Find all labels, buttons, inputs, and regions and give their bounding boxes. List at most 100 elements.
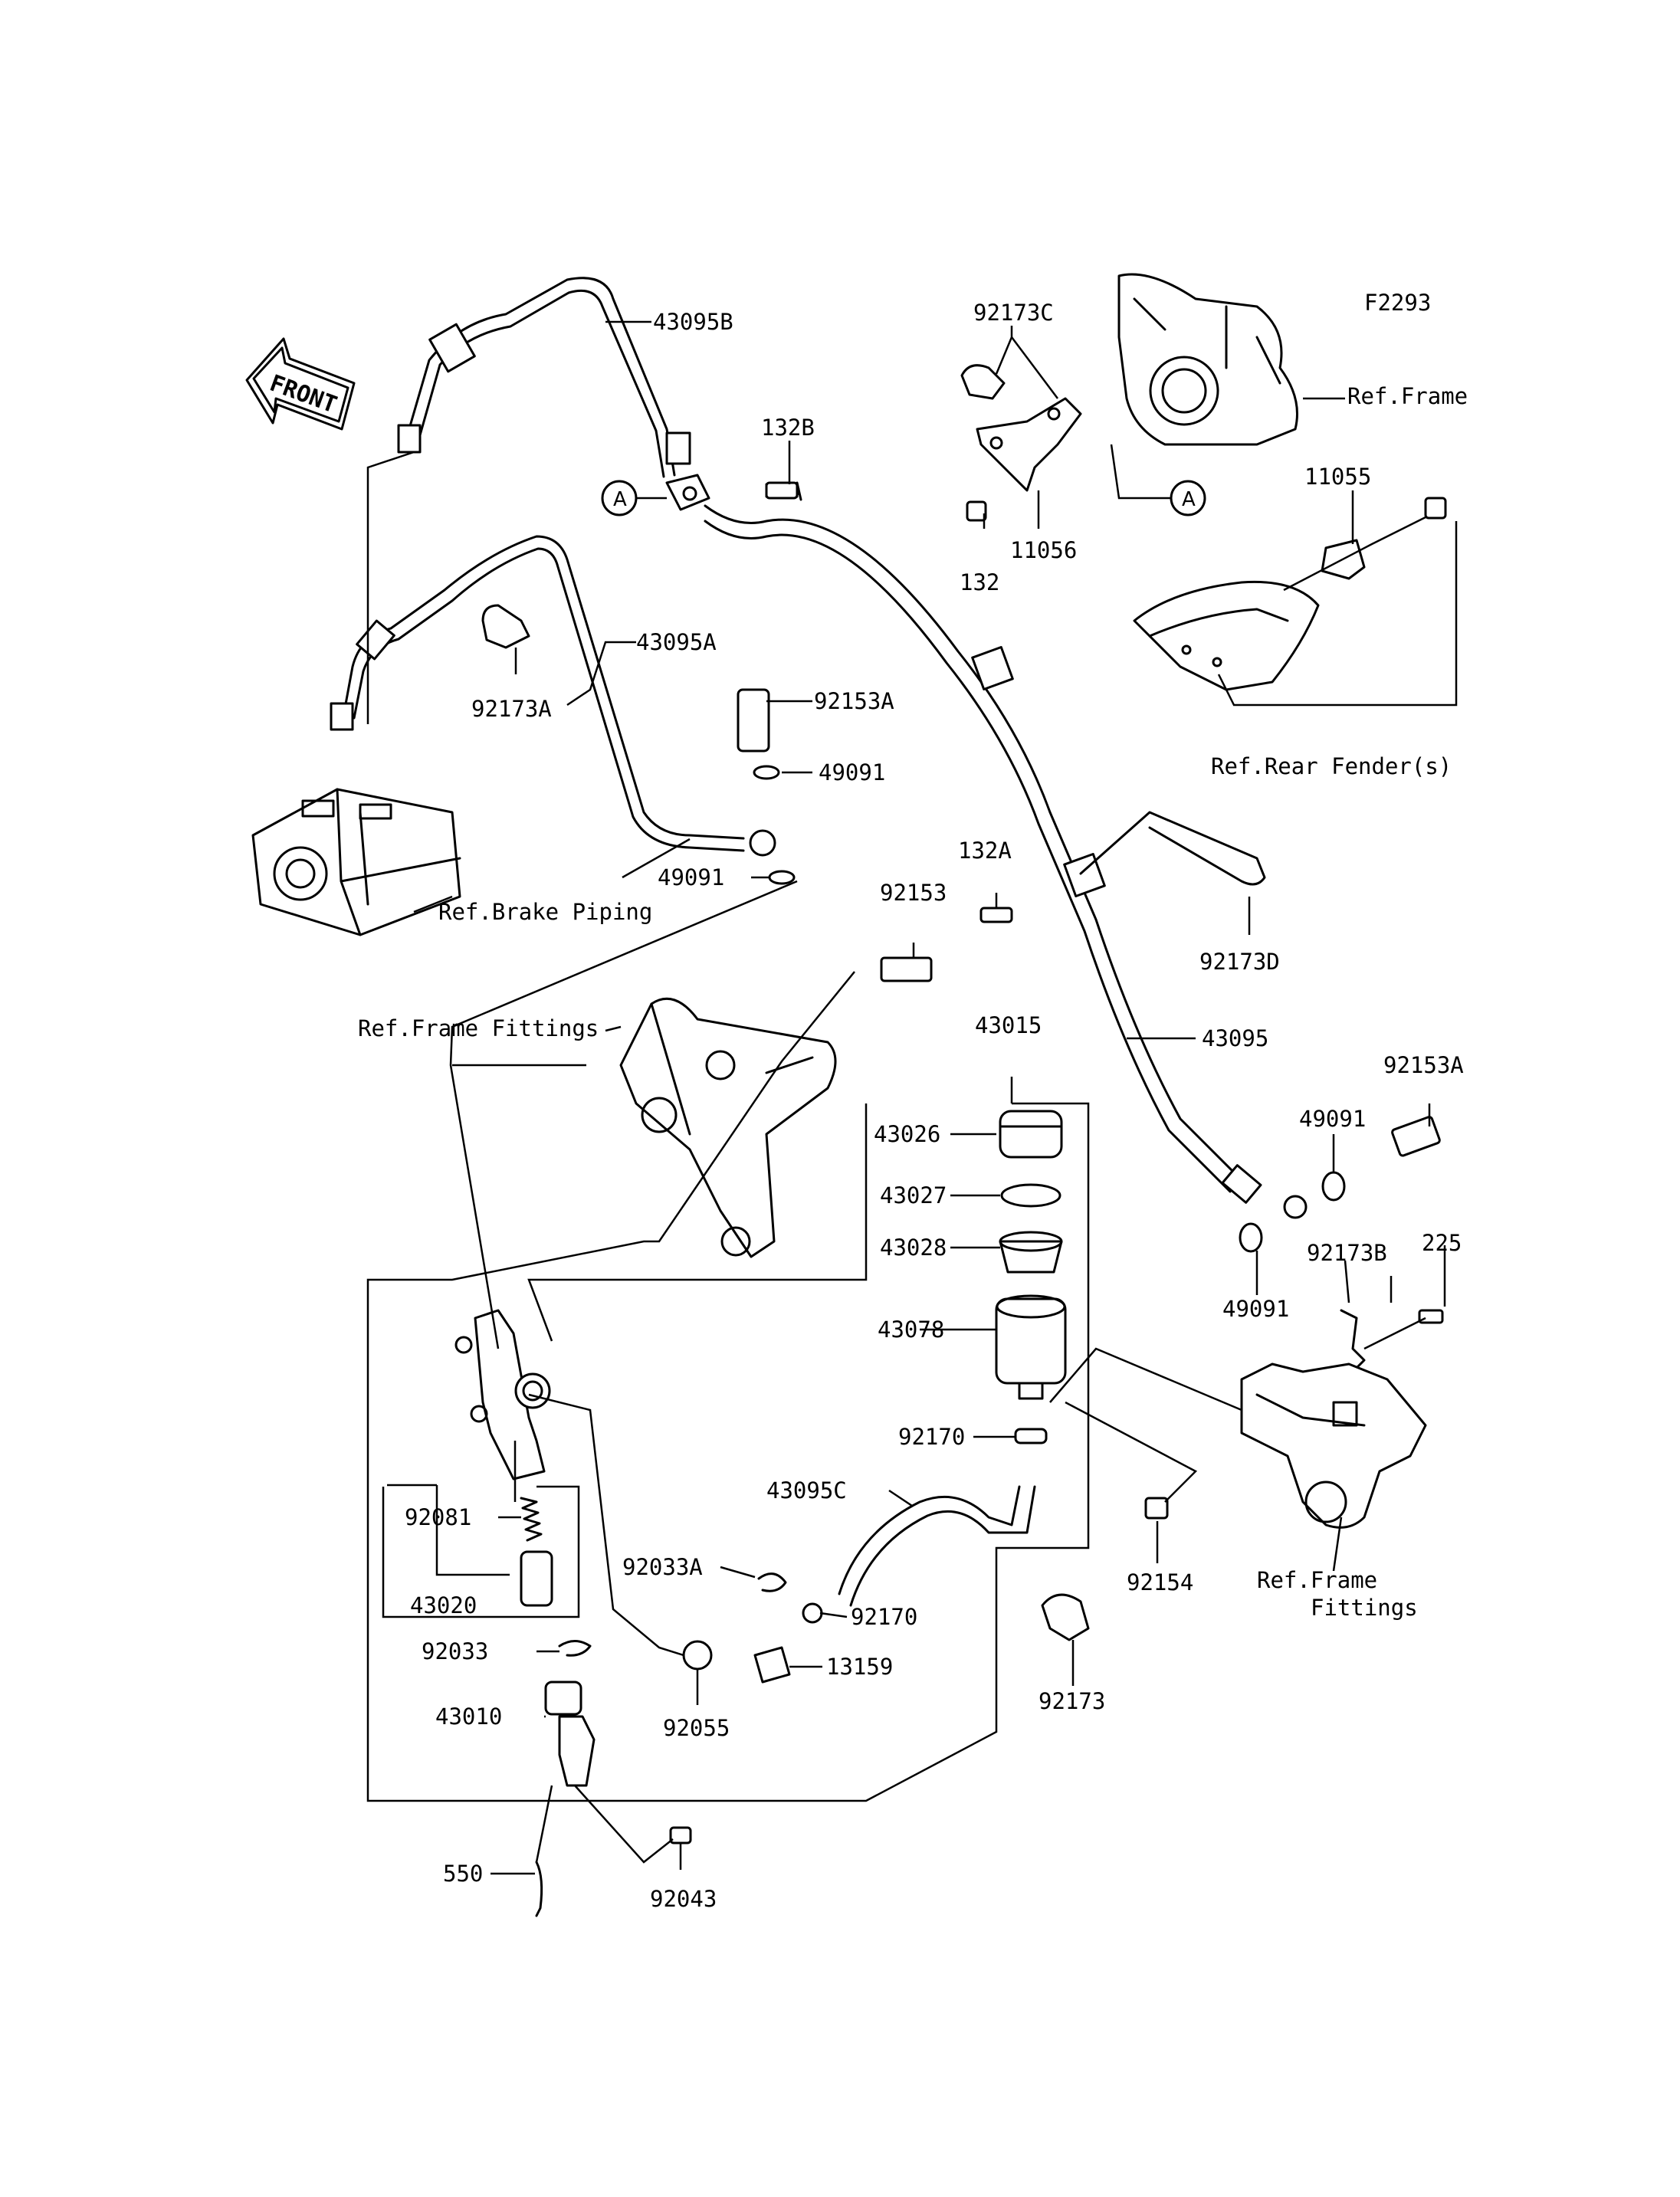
label-49091-b: 49091 <box>658 864 724 890</box>
svg-text:A: A <box>1182 488 1196 511</box>
label-92173C: 92173C <box>973 300 1054 326</box>
label-ref-frame: Ref.Frame <box>1347 383 1468 409</box>
fitting-13159 <box>753 1646 791 1684</box>
label-ref-frame-fittings-left: Ref.Frame Fittings <box>358 1015 599 1041</box>
hose-43095 <box>704 504 1308 1219</box>
reservoir-cap-43026 <box>999 1110 1063 1159</box>
hose-43095B <box>397 277 691 478</box>
label-132A: 132A <box>958 838 1012 864</box>
label-43095C: 43095C <box>766 1477 847 1503</box>
hose-43095A <box>330 535 776 857</box>
label-13159: 13159 <box>826 1654 893 1680</box>
label-92153A-right: 92153A <box>1383 1052 1464 1078</box>
label-92173D: 92173D <box>1199 949 1280 975</box>
clip-92170-b <box>802 1602 823 1624</box>
pushrod-43010 <box>544 1681 596 1787</box>
group-outline-lines <box>366 451 1426 1802</box>
bolt-132 <box>966 500 987 522</box>
label-11056: 11056 <box>1010 537 1077 563</box>
washer-49091-b <box>768 870 796 885</box>
clip-92170-a <box>1014 1428 1048 1444</box>
label-43015: 43015 <box>975 1012 1042 1038</box>
label-43078: 43078 <box>878 1317 944 1343</box>
washer-49091-c <box>1321 1171 1346 1202</box>
callout-a-left: A <box>601 480 638 516</box>
label-132B: 132B <box>761 415 815 441</box>
spring-92081 <box>520 1497 543 1542</box>
svg-text:A: A <box>613 488 627 511</box>
label-92173B: 92173B <box>1307 1240 1387 1266</box>
reservoir-43078 <box>995 1294 1067 1400</box>
label-92170-b: 92170 <box>851 1604 917 1630</box>
label-ref-frame-fittings-right-2: Fittings <box>1311 1595 1418 1621</box>
circlip-92033A <box>757 1572 787 1592</box>
abs-unit <box>251 788 461 936</box>
frame-fittings-left <box>619 997 837 1258</box>
label-132: 132 <box>960 569 999 595</box>
label-92033: 92033 <box>422 1638 488 1664</box>
clamp-92173C <box>960 364 1006 400</box>
label-92081: 92081 <box>405 1504 471 1530</box>
label-92154: 92154 <box>1127 1569 1193 1595</box>
circlip-92033 <box>558 1640 592 1657</box>
label-49091-a: 49091 <box>819 759 885 785</box>
clip-92173B <box>1340 1309 1366 1369</box>
cotter-pin-550 <box>535 1861 543 1917</box>
bolt-11055-screw <box>1424 497 1447 520</box>
rear-fender-part <box>1133 580 1320 691</box>
master-cylinder-body <box>454 1309 551 1481</box>
leader-lines <box>387 320 1458 1875</box>
label-92173: 92173 <box>1039 1688 1105 1714</box>
bolt-92154 <box>1144 1497 1169 1520</box>
bolt-132B <box>765 481 799 500</box>
pin-92043 <box>669 1826 692 1844</box>
label-92043: 92043 <box>650 1886 717 1912</box>
label-92033A: 92033A <box>622 1554 703 1580</box>
front-label: FRONT <box>266 370 340 419</box>
bolt-225 <box>1418 1309 1444 1324</box>
label-43028: 43028 <box>880 1235 947 1261</box>
washer-49091-d <box>1239 1222 1263 1253</box>
label-43095B: 43095B <box>653 309 733 335</box>
clamp-92173 <box>1041 1593 1090 1641</box>
bolt-132A <box>979 907 1013 923</box>
hose-43095C <box>838 1485 1036 1607</box>
clamp-92173A <box>481 604 530 649</box>
label-550: 550 <box>443 1861 483 1887</box>
washer-49091-a <box>753 765 780 780</box>
bolt-92153 <box>880 956 933 982</box>
label-43027: 43027 <box>880 1182 947 1208</box>
label-225: 225 <box>1422 1230 1462 1256</box>
frame-part <box>1117 273 1298 446</box>
bolt-92153A-right <box>1391 1116 1441 1157</box>
bracket-11056 <box>976 397 1082 492</box>
label-43026: 43026 <box>874 1121 940 1147</box>
label-92170-a: 92170 <box>898 1424 965 1450</box>
bolt-92153A-top <box>737 688 770 753</box>
label-92153: 92153 <box>880 880 947 906</box>
diagram-id: F2293 <box>1364 290 1431 316</box>
label-49091-c: 49091 <box>1299 1106 1366 1132</box>
label-49091-d: 49091 <box>1222 1296 1289 1322</box>
part-labels: F2293 43095B 132B 92173C Ref.Frame 11055… <box>358 290 1468 1912</box>
front-arrow-icon: FRONT <box>245 337 356 431</box>
piston-43020 <box>520 1550 553 1607</box>
label-43010: 43010 <box>435 1703 502 1730</box>
plate-43027 <box>1000 1183 1061 1208</box>
label-43095A: 43095A <box>636 629 717 655</box>
clamp-92173D <box>1079 811 1266 886</box>
label-ref-rear-fender: Ref.Rear Fender(s) <box>1211 753 1452 779</box>
frame-fittings-right <box>1240 1362 1427 1529</box>
label-92173A: 92173A <box>471 696 552 722</box>
oring-92055 <box>682 1640 713 1671</box>
label-11055: 11055 <box>1304 464 1371 490</box>
label-92055: 92055 <box>663 1715 730 1741</box>
label-43095: 43095 <box>1202 1025 1268 1051</box>
label-ref-frame-fittings-right-1: Ref.Frame <box>1257 1567 1377 1593</box>
label-ref-brake-piping: Ref.Brake Piping <box>438 899 652 925</box>
callout-a-right: A <box>1170 480 1206 516</box>
label-92153A-top: 92153A <box>814 688 894 714</box>
label-43020: 43020 <box>410 1592 477 1618</box>
diaphragm-43028 <box>999 1231 1063 1274</box>
